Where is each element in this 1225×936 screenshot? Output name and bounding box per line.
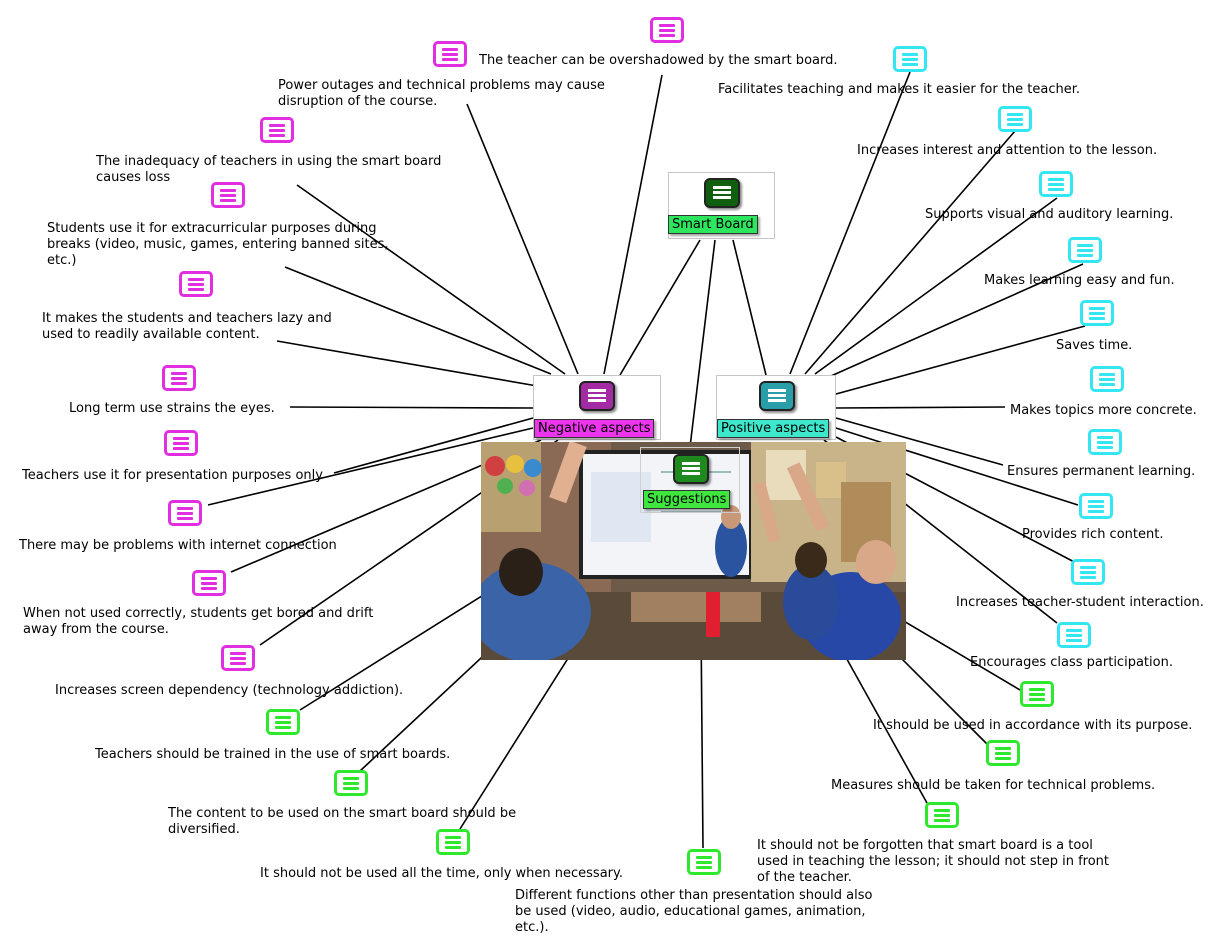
smart-board-node[interactable]: Smart Board: [668, 172, 775, 239]
note-icon[interactable]: [221, 645, 255, 671]
connector-negative-leaf: [466, 103, 579, 375]
positive-aspects-node[interactable]: Positive aspects: [716, 375, 836, 440]
positive-leaf-text: Increases interest and attention to the …: [857, 143, 1158, 158]
connector-negative-leaf: [296, 184, 566, 375]
note-icon[interactable]: [650, 17, 684, 43]
note-icon[interactable]: [1071, 559, 1105, 585]
note-icon: [759, 381, 795, 411]
note-icon[interactable]: [192, 570, 226, 596]
note-icon[interactable]: [179, 271, 213, 297]
note-icon[interactable]: [436, 829, 470, 855]
node-label-positive-aspects: Positive aspects: [717, 419, 830, 438]
suggestion-leaf-text: The content to be used on the smart boar…: [168, 806, 517, 837]
node-label-smart-board: Smart Board: [668, 215, 758, 234]
note-icon[interactable]: [1068, 237, 1102, 263]
note-icon: [579, 381, 615, 411]
negative-aspects-node[interactable]: Negative aspects: [533, 375, 661, 440]
connector-negative-leaf: [284, 266, 552, 375]
suggestions-node[interactable]: Suggestions: [640, 447, 740, 513]
negative-leaf-text: Power outages and technical problems may…: [278, 78, 605, 109]
note-icon[interactable]: [260, 117, 294, 143]
note-icon[interactable]: [998, 106, 1032, 132]
note-icon[interactable]: [1088, 429, 1122, 455]
positive-leaf-text: Provides rich content.: [1022, 527, 1164, 542]
connector-positive-leaf: [821, 263, 1084, 381]
node-label-negative-aspects: Negative aspects: [534, 419, 655, 438]
negative-leaf-text: Long term use strains the eyes.: [69, 401, 275, 416]
suggestion-leaf-text: Measures should be taken for technical p…: [831, 778, 1156, 793]
connector-positive-leaf: [814, 197, 1058, 375]
positive-leaf-text: Saves time.: [1056, 338, 1133, 353]
note-icon[interactable]: [986, 740, 1020, 766]
negative-leaf-text: When not used correctly, students get bo…: [23, 606, 374, 637]
note-icon[interactable]: [334, 770, 368, 796]
connector-negative-leaf: [333, 417, 534, 474]
negative-leaf-text: Increases screen dependency (technology …: [55, 683, 404, 698]
connector-positive-leaf: [835, 406, 1006, 409]
positive-leaf-text: Makes topics more concrete.: [1010, 403, 1197, 418]
suggestion-leaf-text: It should be used in accordance with its…: [873, 718, 1193, 733]
note-icon[interactable]: [266, 709, 300, 735]
suggestion-leaf-text: Different functions other than presentat…: [515, 888, 873, 935]
node-label-suggestions: Suggestions: [643, 490, 731, 509]
negative-leaf-text: The inadequacy of teachers in using the …: [96, 154, 442, 185]
note-icon[interactable]: [433, 41, 467, 67]
negative-leaf-text: It makes the students and teachers lazy …: [42, 311, 332, 342]
positive-leaf-text: Makes learning easy and fun.: [984, 273, 1175, 288]
connector-positive-leaf: [835, 417, 1004, 466]
note-icon[interactable]: [893, 46, 927, 72]
connector-negative-leaf: [276, 340, 544, 388]
negative-leaf-text: The teacher can be overshadowed by the s…: [479, 53, 838, 68]
positive-leaf-text: Supports visual and auditory learning.: [925, 207, 1174, 222]
note-icon[interactable]: [1079, 493, 1113, 519]
note-icon[interactable]: [1090, 366, 1124, 392]
negative-leaf-text: There may be problems with internet conn…: [19, 538, 337, 553]
note-icon[interactable]: [164, 430, 198, 456]
note-icon[interactable]: [211, 182, 245, 208]
suggestion-leaf-text: It should not be used all the time, only…: [260, 866, 623, 881]
connector-center-positive: [732, 239, 767, 376]
suggestion-leaf-text: It should not be forgotten that smart bo…: [757, 838, 1110, 885]
connector-negative-leaf: [289, 406, 534, 409]
connector-positive-leaf: [804, 130, 1016, 375]
note-icon[interactable]: [1057, 622, 1091, 648]
negative-leaf-text: Students use it for extracurricular purp…: [47, 221, 389, 268]
connector-center-suggestions: [689, 239, 716, 448]
note-icon[interactable]: [168, 500, 202, 526]
note-icon[interactable]: [1080, 300, 1114, 326]
connector-negative-leaf: [603, 74, 663, 375]
connector-negative-leaf: [207, 427, 534, 506]
note-icon[interactable]: [1039, 171, 1073, 197]
connector-center-negative: [619, 239, 701, 376]
positive-leaf-text: Facilitates teaching and makes it easier…: [718, 82, 1081, 97]
connector-positive-leaf: [789, 71, 911, 375]
note-icon[interactable]: [162, 365, 196, 391]
connector-positive-leaf: [835, 325, 1086, 395]
note-icon: [673, 454, 709, 484]
positive-leaf-text: Ensures permanent learning.: [1007, 464, 1196, 479]
connector-positive-leaf: [835, 427, 1079, 506]
positive-leaf-text: Increases teacher-student interaction.: [956, 595, 1204, 610]
note-icon[interactable]: [687, 849, 721, 875]
positive-leaf-text: Encourages class participation.: [970, 655, 1173, 670]
suggestion-leaf-text: Teachers should be trained in the use of…: [95, 747, 451, 762]
note-icon[interactable]: [1020, 681, 1054, 707]
classroom-photo: [481, 442, 906, 660]
note-icon[interactable]: [925, 802, 959, 828]
negative-leaf-text: Teachers use it for presentation purpose…: [22, 468, 323, 483]
note-icon: [704, 178, 740, 208]
